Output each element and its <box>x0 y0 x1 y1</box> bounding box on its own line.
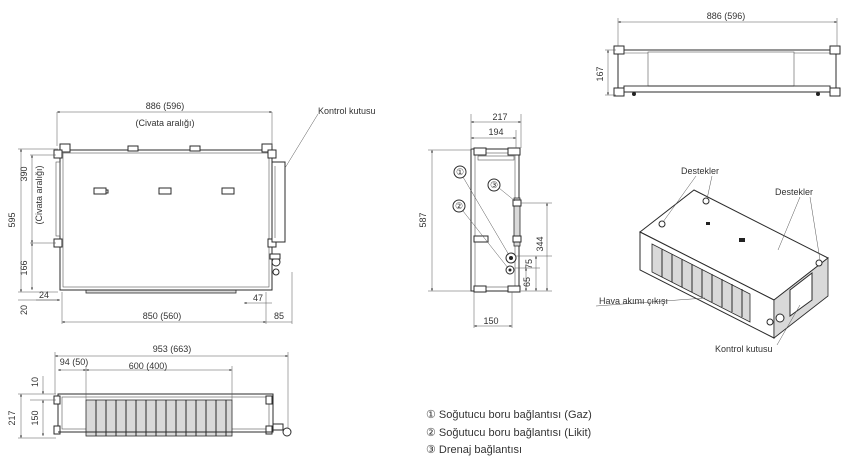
front-width-bottom: 850 (560) <box>143 311 182 321</box>
front-width-right: 85 <box>274 311 284 321</box>
front-width-top-sub: (Civata aralığı) <box>135 118 194 128</box>
front-offset-right: 47 <box>253 293 263 303</box>
side-marker-3: ③ <box>490 180 498 190</box>
side-width-inner: 194 <box>488 127 503 137</box>
side-marker-1: ① <box>456 167 464 177</box>
side-height-65: 65 <box>522 277 532 287</box>
legend-item-2: ② Soğutucu boru bağlantısı (Likit) <box>426 427 591 439</box>
front-width-top: 886 (596) <box>146 101 185 111</box>
front-body <box>59 149 273 291</box>
side-height-pipe: 344 <box>535 236 545 251</box>
iso-support-left: Destekler <box>681 166 719 176</box>
rear-view: 886 (596) 167 <box>595 11 841 97</box>
side-marker-2: ② <box>455 201 463 211</box>
side-view: ① ② ③ 217 194 587 344 75 65 <box>418 112 552 328</box>
top-height-217: 217 <box>7 410 17 425</box>
side-height-75: 75 <box>524 259 534 269</box>
rear-width: 886 (596) <box>707 11 746 21</box>
legend-item-3: ③ Drenaj bağlantısı <box>426 444 522 456</box>
iso-airflow: Hava akımı çıkışı <box>599 296 668 306</box>
top-view: 953 (663) 94 (50) 600 (400) 10 150 217 <box>7 344 292 439</box>
front-height-total: 595 <box>7 212 17 227</box>
top-height-150: 150 <box>30 410 40 425</box>
front-height-lower: 166 <box>19 260 29 275</box>
rear-height: 167 <box>595 66 605 81</box>
top-inner-width: 600 (400) <box>129 361 168 371</box>
side-height-total: 587 <box>418 212 428 227</box>
side-width-outer: 217 <box>492 112 507 122</box>
legend: ① Soğutucu boru bağlantısı (Gaz) ② Soğut… <box>426 409 592 456</box>
front-offset-left: 24 <box>39 290 49 300</box>
iso-support-right: Destekler <box>775 187 813 197</box>
front-control-box <box>271 161 286 243</box>
rear-body <box>617 49 837 91</box>
side-width-bottom: 150 <box>483 316 498 326</box>
iso-view: Destekler Destekler Hava akımı çıkışı Ko… <box>595 166 829 354</box>
front-control-box-label: Kontrol kutusu <box>318 106 376 116</box>
top-offset: 94 (50) <box>60 357 89 367</box>
front-view: 886 (596) (Civata aralığı) 595 390 (Civa… <box>7 101 376 324</box>
iso-control-box: Kontrol kutusu <box>715 344 773 354</box>
legend-item-1: ① Soğutucu boru bağlantısı (Gaz) <box>426 409 592 421</box>
front-height-bolt-sub: (Civata aralığı) <box>34 165 44 224</box>
front-height-bolt: 390 <box>19 166 29 181</box>
top-height-10: 10 <box>30 377 40 387</box>
front-height-bottom: 20 <box>19 305 29 315</box>
top-width: 953 (663) <box>153 344 192 354</box>
